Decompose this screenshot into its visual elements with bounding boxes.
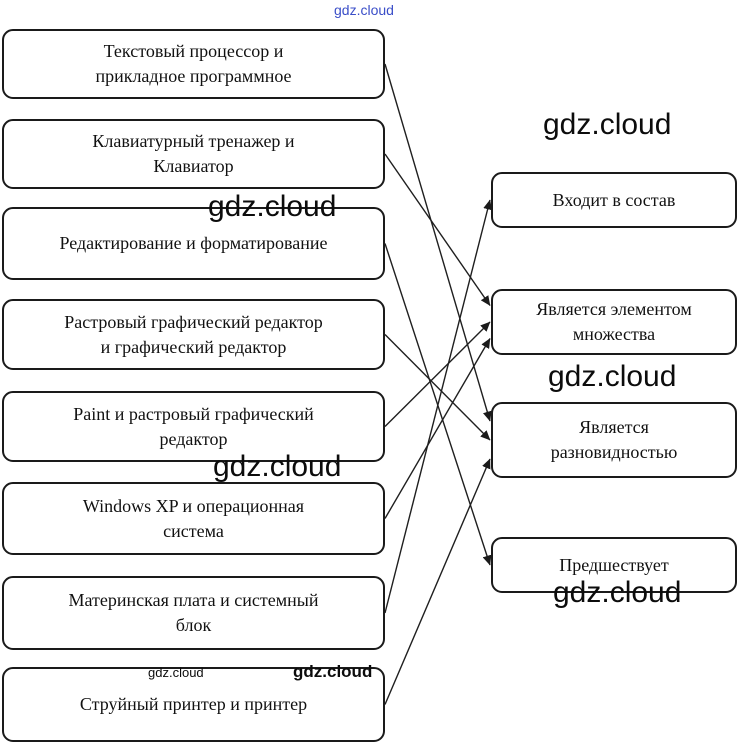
- watermark-small-bottom: gdz.cloud: [148, 665, 204, 680]
- concept-node-keyboard-trainer: Клавиатурный тренажер и Клавиатор: [2, 119, 385, 189]
- edge-text-processor-to-is-kind-of: [384, 63, 492, 422]
- watermark-top: gdz.cloud: [334, 2, 394, 18]
- watermark-large-5: gdz.cloud: [553, 576, 682, 609]
- watermark-large-2: gdz.cloud: [208, 190, 337, 223]
- concept-node-text-processor: Текстовый процессор и прикладное програм…: [2, 29, 385, 99]
- edge-raster-editor-to-is-kind-of: [384, 334, 491, 441]
- edge-paint-to-is-element-of-set: [384, 321, 491, 427]
- concept-node-windows-xp: Windows XP и операционная система: [2, 482, 385, 555]
- concept-node-motherboard: Материнская плата и системный блок: [2, 576, 385, 650]
- edge-windows-xp-to-is-element-of-set: [384, 338, 491, 519]
- concept-node-raster-editor: Растровый графический редактор и графиче…: [2, 299, 385, 370]
- edge-keyboard-trainer-to-is-element-of-set: [384, 153, 491, 306]
- relation-node-precedes: Предшествует: [491, 537, 737, 593]
- edge-editing-formatting-to-precedes: [384, 243, 492, 566]
- concept-node-inkjet-printer: Струйный принтер и принтер: [2, 667, 385, 742]
- concept-node-editing-formatting: Редактирование и форматирование: [2, 207, 385, 280]
- watermark-medium-bottom: gdz.cloud: [293, 662, 373, 681]
- edge-motherboard-to-is-part-of: [384, 199, 493, 614]
- edge-inkjet-printer-to-is-kind-of: [384, 458, 491, 705]
- relation-node-is-part-of: Входит в состав: [491, 172, 737, 228]
- relation-node-is-element-of-set: Является элементом множества: [491, 289, 737, 355]
- watermark-large-1: gdz.cloud: [543, 108, 672, 141]
- edge-group: [384, 63, 493, 705]
- watermark-large-3: gdz.cloud: [548, 360, 677, 393]
- watermark-large-4: gdz.cloud: [213, 450, 342, 483]
- concept-node-paint: Paint и растровый графический редактор: [2, 391, 385, 462]
- relation-node-is-kind-of: Является разновидностью: [491, 402, 737, 478]
